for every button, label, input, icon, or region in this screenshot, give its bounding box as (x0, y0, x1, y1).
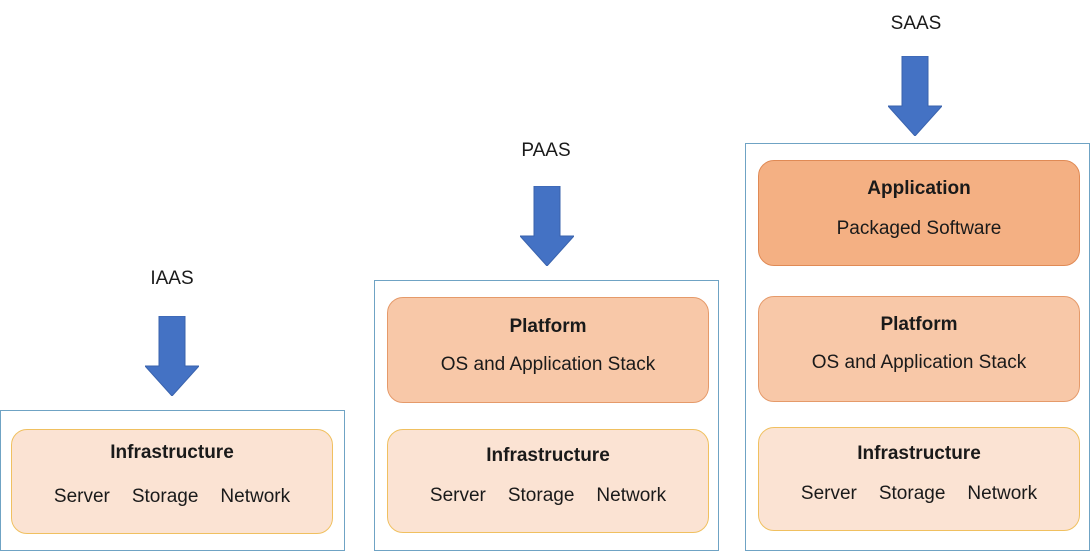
infrastructure-items: Server Storage Network (12, 486, 332, 508)
server-label: Server (429, 485, 486, 506)
network-label: Network (220, 486, 291, 507)
server-label: Server (53, 486, 110, 507)
platform-title: Platform (509, 316, 587, 337)
storage-label: Storage (878, 483, 946, 504)
paas-infrastructure-box: Infrastructure Server Storage Network (387, 429, 709, 533)
paas-down-arrow-icon (520, 186, 574, 266)
application-title: Application (867, 178, 971, 199)
storage-label: Storage (507, 485, 575, 506)
saas-platform-box: Platform OS and Application Stack (758, 296, 1080, 402)
platform-subtitle: OS and Application Stack (811, 352, 1027, 373)
saas-down-arrow-icon (888, 56, 942, 136)
infrastructure-items: Server Storage Network (759, 483, 1079, 505)
server-label: Server (800, 483, 857, 504)
infrastructure-items: Server Storage Network (388, 485, 708, 507)
paas-platform-box: Platform OS and Application Stack (387, 297, 709, 403)
storage-label: Storage (131, 486, 199, 507)
iaas-down-arrow-icon (145, 316, 199, 396)
platform-subtitle: OS and Application Stack (440, 354, 656, 375)
network-label: Network (967, 483, 1038, 504)
iaas-label: IAAS (150, 268, 194, 289)
network-label: Network (596, 485, 667, 506)
paas-label: PAAS (521, 140, 571, 161)
application-subtitle: Packaged Software (836, 218, 1002, 239)
infrastructure-title: Infrastructure (486, 445, 610, 466)
saas-label: SAAS (890, 13, 942, 34)
infrastructure-title: Infrastructure (110, 442, 234, 463)
infrastructure-title: Infrastructure (857, 443, 981, 464)
iaas-container: Infrastructure Server Storage Network (0, 410, 345, 551)
paas-container: Platform OS and Application Stack Infras… (374, 280, 719, 551)
saas-container: Application Packaged Software Platform O… (745, 143, 1090, 551)
iaas-infrastructure-box: Infrastructure Server Storage Network (11, 429, 333, 534)
platform-title: Platform (880, 314, 958, 335)
saas-application-box: Application Packaged Software (758, 160, 1080, 266)
saas-infrastructure-box: Infrastructure Server Storage Network (758, 427, 1080, 531)
